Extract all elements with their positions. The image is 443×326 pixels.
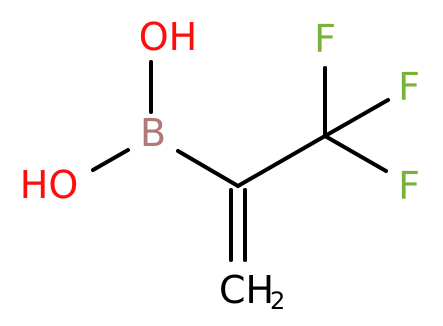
bond-cf3-f-lower-right <box>323 134 388 173</box>
bonds <box>91 60 390 262</box>
bond-cf3-f-upper-right <box>323 98 390 138</box>
methylene-label: CH <box>219 268 274 312</box>
hydroxyl-top-label: OH <box>139 15 197 59</box>
methylene-subscript: 2 <box>270 287 285 315</box>
fluorine-upper-right-label: F <box>398 65 420 109</box>
fluorine-top-label: F <box>314 17 336 61</box>
bond-b-o-left <box>91 148 130 172</box>
hydroxyl-left-label: HO <box>20 163 78 207</box>
atom-labels: OH HO B F F F CH 2 <box>20 15 420 315</box>
boron-label: B <box>140 111 166 155</box>
fluorine-lower-right-label: F <box>398 164 420 208</box>
bond-b-c1 <box>176 149 240 188</box>
bond-c1-cf3 <box>236 134 327 188</box>
